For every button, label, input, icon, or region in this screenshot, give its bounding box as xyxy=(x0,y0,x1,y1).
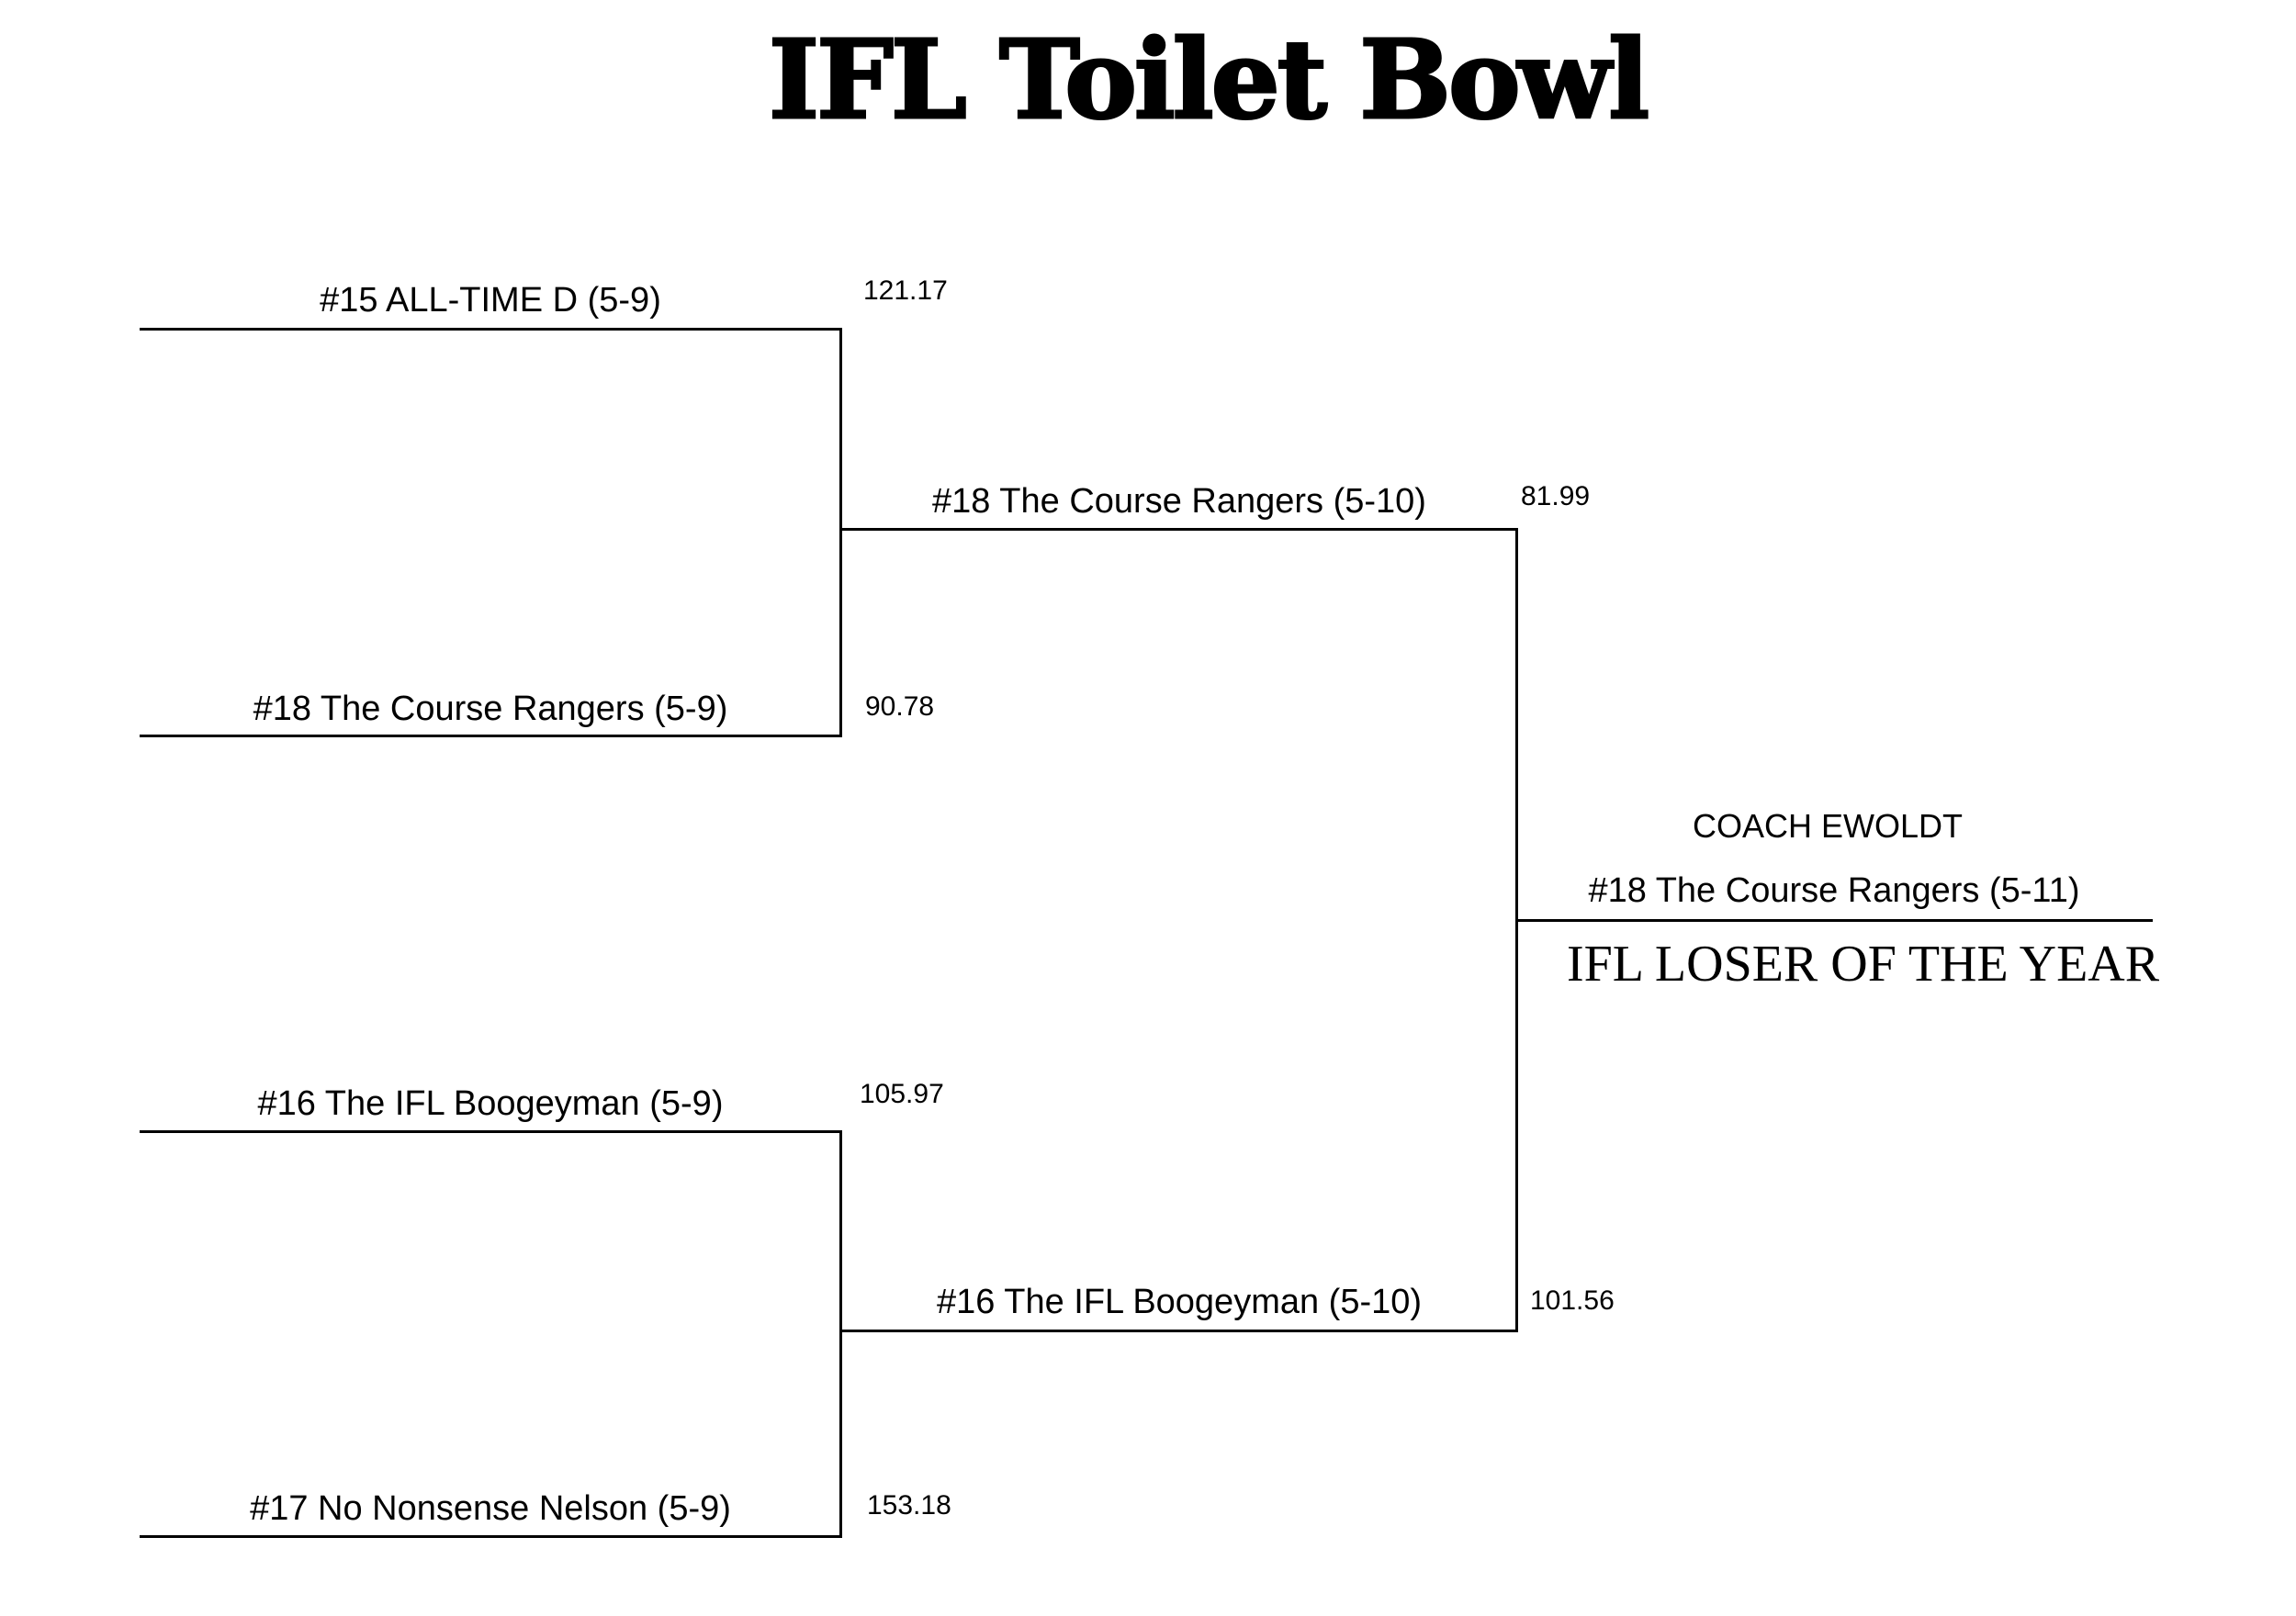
r1-m1-connector xyxy=(839,328,842,737)
r1-m2-team-a-score: 105.97 xyxy=(860,1079,944,1109)
r1-m1-team-a-label: #15 ALL-TIME D (5-9) xyxy=(320,281,661,320)
r1-m1-team-b-line xyxy=(140,735,842,737)
result-line xyxy=(1515,919,2153,922)
r2-connector xyxy=(1515,528,1518,1332)
r1-m2-connector xyxy=(839,1130,842,1538)
r2-team-b-line xyxy=(839,1330,1518,1332)
r1-m1-team-b-score: 90.78 xyxy=(865,691,935,722)
r1-m2-team-a-line xyxy=(140,1130,842,1133)
r1-m1-team-a-score: 121.17 xyxy=(863,275,948,306)
r2-team-b-label: #16 The IFL Boogeyman (5-10) xyxy=(936,1283,1423,1321)
r2-team-b-score: 101.56 xyxy=(1530,1285,1615,1316)
bracket-title: IFL Toilet Bowl xyxy=(767,16,1650,143)
result-award-label: IFL LOSER OF THE YEAR xyxy=(1567,936,2160,993)
r2-team-a-line xyxy=(839,528,1518,531)
r2-team-a-score: 81.99 xyxy=(1521,481,1591,511)
result-team-label: #18 The Course Rangers (5-11) xyxy=(1588,871,2080,910)
r1-m2-team-b-line xyxy=(140,1535,842,1538)
result-coach-label: COACH EWOLDT xyxy=(1692,807,1963,845)
r1-m2-team-a-label: #16 The IFL Boogeyman (5-9) xyxy=(257,1084,724,1123)
r1-m1-team-a-line xyxy=(140,328,842,331)
r2-team-a-label: #18 The Course Rangers (5-10) xyxy=(932,482,1426,521)
r1-m2-team-b-label: #17 No Nonsense Nelson (5-9) xyxy=(250,1489,731,1528)
r1-m2-team-b-score: 153.18 xyxy=(867,1490,951,1521)
r1-m1-team-b-label: #18 The Course Rangers (5-9) xyxy=(253,690,728,728)
